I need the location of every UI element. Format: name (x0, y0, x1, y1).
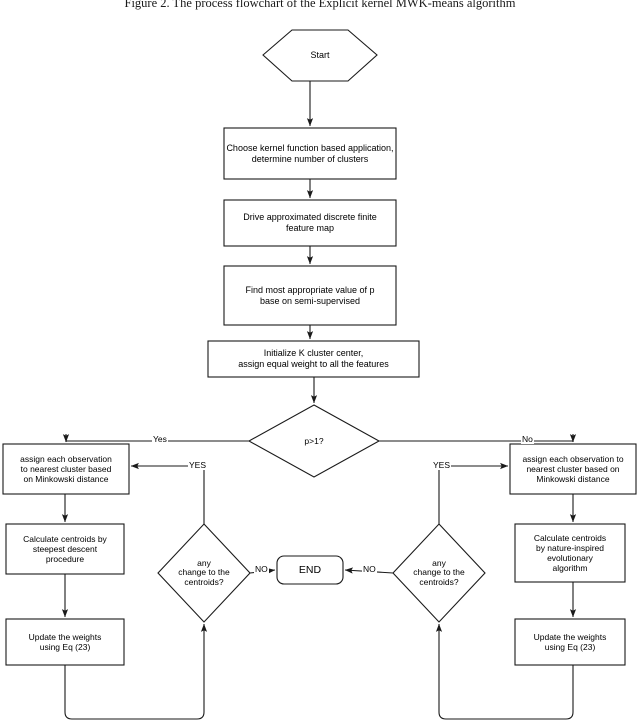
node-drive-shape (223, 199, 397, 247)
edge-decide-p-no-right (379, 440, 574, 442)
node-assign-right-shape (509, 443, 637, 495)
edge-label-change-left-no: NO (254, 564, 269, 574)
node-centroid-left-shape (5, 523, 125, 575)
edge-label-decide-p-yes: Yes (152, 434, 168, 444)
node-centroid-right-shape (514, 523, 626, 583)
figure-caption: Figure 2. The process flowchart of the E… (124, 0, 516, 10)
node-decide-p-shape (247, 404, 381, 478)
node-change-right-shape (392, 523, 486, 623)
edge-label-change-left-yes: YES (188, 460, 208, 470)
node-init-shape (207, 340, 420, 378)
node-choose-shape (223, 127, 397, 180)
node-weights-right-shape (514, 618, 626, 666)
edge-change-right-yes (438, 462, 509, 524)
node-findp-shape (223, 265, 397, 326)
edge-label-decide-p-no: No (521, 434, 534, 444)
node-weights-left-shape (5, 618, 125, 666)
edge-label-change-right-no: NO (362, 564, 377, 574)
node-change-left-shape (157, 523, 251, 623)
node-start-shape (262, 29, 378, 82)
node-end-shape (276, 555, 344, 585)
edge-change-left-yes (130, 462, 205, 524)
node-assign-left-shape (2, 443, 130, 495)
edge-weights-right-loop (435, 623, 574, 720)
edge-label-change-right-yes: YES (432, 460, 452, 470)
edge-weights-left-loop (64, 623, 208, 720)
